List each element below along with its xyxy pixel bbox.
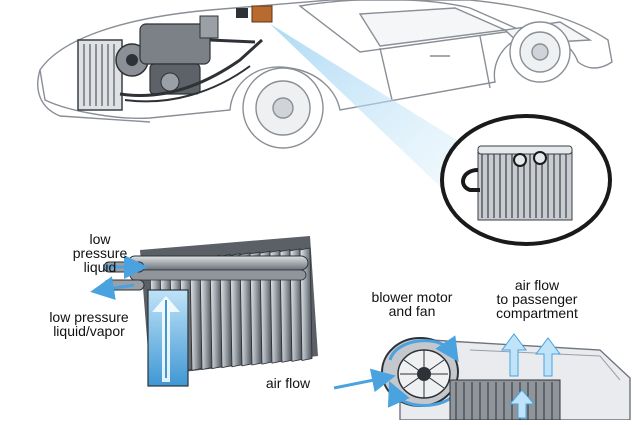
label-air-flow: air flow [256, 376, 320, 390]
label-air-flow-to-passenger: air flow to passenger compartment [474, 278, 600, 320]
evaporator-callout [442, 116, 610, 244]
label-low-pressure-liquid: low pressure liquid [60, 232, 140, 274]
blower-fan [382, 338, 458, 406]
label-blower-motor-and-fan: blower motor and fan [362, 290, 462, 318]
airflow-arrow [334, 378, 384, 388]
blower-assembly [334, 334, 630, 420]
label-low-pressure-liquid-vapor: low pressure liquid/vapor [34, 310, 144, 338]
